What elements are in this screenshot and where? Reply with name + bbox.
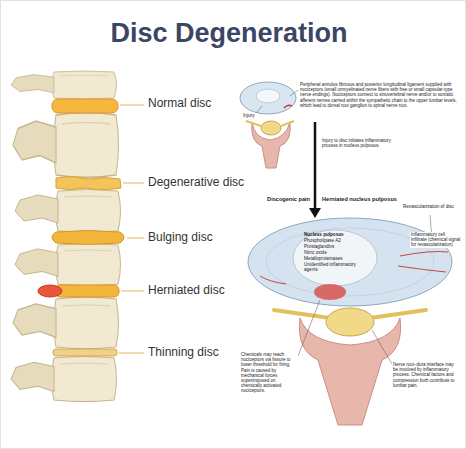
annotation: Metalloproteinases — [304, 256, 366, 261]
lamina — [252, 122, 291, 168]
nucleus — [256, 89, 280, 103]
annotation: Herniated nucleus pulposus — [322, 196, 400, 202]
part-label: Bulging disc — [148, 231, 213, 245]
disc-section — [240, 82, 296, 114]
title: Disc Degeneration — [0, 18, 462, 49]
illustration-part — [298, 300, 320, 356]
vertebra — [11, 71, 117, 99]
annotation: Injury to disc initiates inflammatory pr… — [322, 138, 400, 148]
illustration-part — [274, 310, 330, 318]
illustration-part — [121, 291, 144, 292]
annotation: Nerve root–dura interface may be involve… — [392, 362, 460, 388]
annotation: Inflammatory cell infiltrate (chemical s… — [410, 232, 462, 248]
disc — [53, 349, 117, 356]
annotation: Discogenic pain — [252, 196, 310, 202]
vessels — [260, 252, 448, 285]
part-label: Herniated disc — [148, 284, 225, 298]
spinal-canal — [326, 308, 374, 336]
annotation: Phospholipase A2 — [304, 238, 366, 243]
illustration-part — [119, 353, 144, 354]
vertebra — [13, 297, 119, 349]
annotation: Prostaglandins — [304, 244, 366, 249]
leader-line — [256, 106, 262, 113]
illustration-part — [123, 183, 144, 184]
illustration-part — [400, 252, 448, 257]
vertebra — [11, 356, 117, 401]
part-label: Degenerative disc — [148, 176, 244, 190]
part-label: Normal disc — [148, 97, 211, 111]
disc — [55, 285, 119, 297]
disc — [52, 99, 118, 113]
illustration-part — [246, 121, 261, 126]
arrow-head — [309, 208, 321, 218]
annulus-ring — [266, 228, 434, 296]
illustration-part — [260, 276, 286, 284]
illustration-part — [370, 310, 426, 318]
annotation: Nitric oxide — [304, 250, 366, 255]
annotation: Chemicals may reach nociceptors via fiss… — [240, 352, 298, 393]
annotation: Revascularization of disc — [402, 204, 462, 209]
part-label: Thinning disc — [148, 346, 219, 360]
annotation: Injury — [242, 113, 256, 119]
illustration-part — [398, 266, 446, 272]
process-arrow — [314, 122, 317, 210]
vertebra — [15, 190, 121, 233]
leader-line — [290, 90, 298, 96]
injury-mark — [284, 105, 292, 108]
annotation: Peripheral annulus fibrosus and posterio… — [300, 82, 460, 108]
nucleus — [293, 230, 377, 286]
herniation — [314, 284, 346, 300]
spinal-canal — [261, 121, 281, 135]
illustration-part — [127, 238, 144, 239]
nerve-roots — [246, 121, 294, 126]
disc — [56, 177, 121, 190]
vertebra — [15, 244, 121, 286]
illustration-part — [120, 105, 144, 106]
disc — [52, 231, 124, 245]
vertebra — [13, 113, 119, 178]
annotation: Unidentified inflammatory agents — [304, 262, 366, 273]
herniation — [38, 285, 62, 297]
illustration-part — [372, 330, 392, 364]
annotation: Nucleus pulposus — [304, 232, 366, 237]
illustration-part — [281, 121, 294, 126]
leader-lines — [119, 105, 144, 353]
